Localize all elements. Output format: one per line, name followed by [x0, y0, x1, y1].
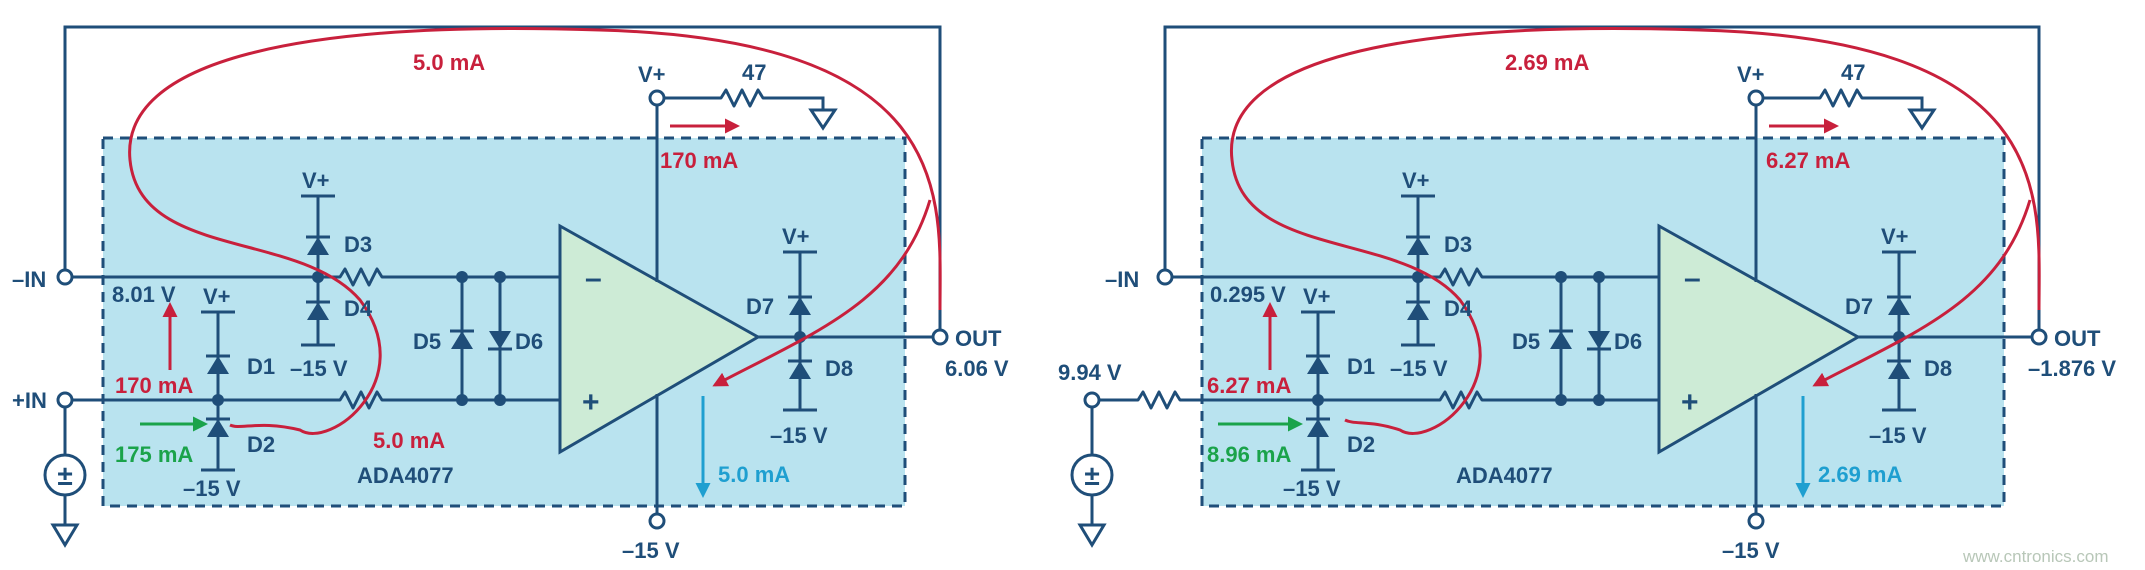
opamp-plus: +: [1681, 386, 1699, 419]
d3-vplus-label: V+: [1402, 168, 1430, 193]
right-source-terminal: [1083, 391, 1101, 409]
left-chip-box: [101, 136, 907, 508]
supply-current-label: 6.27 mA: [1766, 148, 1850, 173]
bottom-neg15-label: –15 V: [622, 538, 680, 563]
opamp-plus: +: [582, 386, 600, 419]
d3-vplus-label: V+: [302, 168, 330, 193]
source-resistor-icon: [1128, 390, 1192, 410]
loop-current-label: 2.69 mA: [1505, 50, 1589, 75]
resistor-value-label: 47: [742, 60, 766, 85]
neg-in-voltage-label: 8.01 V: [112, 282, 176, 307]
neg-in-label: –IN: [1105, 267, 1139, 292]
resistor-47-icon: [1810, 88, 1874, 108]
d6-label: D6: [1614, 329, 1642, 354]
out-label: OUT: [2054, 326, 2101, 351]
d2-label: D2: [1347, 432, 1375, 457]
vplus-label: V+: [1737, 62, 1765, 87]
d8-label: D8: [825, 356, 853, 381]
loop-current-label: 5.0 mA: [413, 50, 485, 75]
left-neg-in-terminal: [56, 268, 74, 286]
out-voltage-label: 6.06 V: [945, 356, 1009, 381]
d1-current-label: 6.27 mA: [1207, 373, 1291, 398]
out-current-label: 2.69 mA: [1818, 462, 1902, 487]
right-out-terminal: [2030, 328, 2048, 346]
pos-in-label: +IN: [12, 388, 47, 413]
opamp-minus: –: [585, 262, 602, 295]
d5-label: D5: [1512, 329, 1540, 354]
d1-vplus-label: V+: [1303, 284, 1331, 309]
out-voltage-label: –1.876 V: [2028, 356, 2116, 381]
right-loop-current-path: [1229, 27, 2041, 435]
d2-label: D2: [247, 432, 275, 457]
bottom-neg15-label: –15 V: [1722, 538, 1780, 563]
d7-label: D7: [746, 294, 774, 319]
right-opamp: [1657, 223, 1862, 455]
ground-icon: [808, 108, 838, 131]
d2-current-label: 8.96 mA: [1207, 442, 1291, 467]
d2-neg15-label: –15 V: [1283, 476, 1341, 501]
right-neg-in-terminal: [1156, 268, 1174, 286]
neg-in-label: –IN: [12, 267, 46, 292]
ground-icon: [50, 523, 80, 548]
left-opamp: [558, 223, 762, 455]
left-pos-in-terminal: [56, 391, 74, 409]
d4-label: D4: [344, 296, 373, 321]
source-voltage-label: 9.94 V: [1058, 360, 1122, 385]
left-out-terminal: [931, 328, 949, 346]
d3-label: D3: [344, 232, 372, 257]
d8-neg15-label: –15 V: [1869, 423, 1927, 448]
d4-neg15-label: –15 V: [290, 356, 348, 381]
resistor-47-icon: [711, 88, 775, 108]
d1-label: D1: [1347, 354, 1375, 379]
out-label: OUT: [955, 326, 1002, 351]
d1-label: D1: [247, 354, 275, 379]
resistor-value-label: 47: [1841, 60, 1865, 85]
d1-current-label: 170 mA: [115, 373, 193, 398]
chip-name-label: ADA4077: [1456, 463, 1553, 488]
right-chip-box: [1200, 136, 2006, 508]
out-current-label: 5.0 mA: [718, 462, 790, 487]
ground-icon: [1907, 108, 1937, 131]
d8-label: D8: [1924, 356, 1952, 381]
left-circuit: –IN +IN 5.0 mA V+ 47 170 mA V+ D3 D4 –15…: [12, 25, 1009, 563]
ground-icon: [1077, 523, 1107, 548]
right-feedback-wire: [1163, 25, 2041, 337]
source-symbol: ±: [1084, 460, 1099, 491]
d7-vplus-label: V+: [782, 224, 810, 249]
opamp-minus: –: [1684, 262, 1701, 295]
plus-current-label: 5.0 mA: [373, 428, 445, 453]
supply-current-label: 170 mA: [660, 148, 738, 173]
vplus-label: V+: [638, 62, 666, 87]
d6-label: D6: [515, 329, 543, 354]
chip-name-label: ADA4077: [357, 463, 454, 488]
d7-vplus-label: V+: [1881, 224, 1909, 249]
left-loop-current-path: [128, 27, 942, 435]
d3-label: D3: [1444, 232, 1472, 257]
d8-neg15-label: –15 V: [770, 423, 828, 448]
source-symbol: ±: [57, 460, 72, 491]
right-circuit: –IN 9.94 V 2.69 mA V+ 47 6.27 mA V+ D3 D…: [1058, 25, 2116, 563]
left-feedback-wire: [63, 25, 942, 337]
watermark: www.cntronics.com: [1962, 547, 2108, 566]
d2-neg15-label: –15 V: [183, 476, 241, 501]
neg-in-voltage-label: 0.295 V: [1210, 282, 1286, 307]
d7-label: D7: [1845, 294, 1873, 319]
d4-neg15-label: –15 V: [1390, 356, 1448, 381]
d5-label: D5: [413, 329, 441, 354]
d4-label: D4: [1444, 296, 1473, 321]
d2-current-label: 175 mA: [115, 442, 193, 467]
d1-vplus-label: V+: [203, 284, 231, 309]
